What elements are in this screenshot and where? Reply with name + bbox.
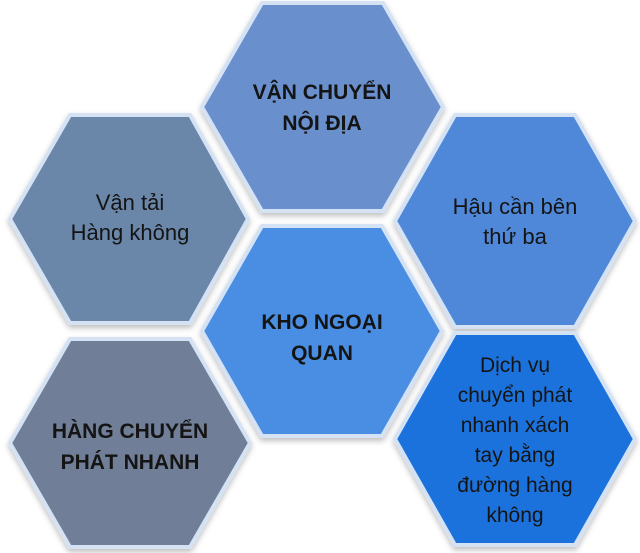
label-bonded-warehouse: KHO NGOẠI QUAN [261,311,383,365]
hexagon-express-delivery [7,337,253,549]
label-hand-carry-service: Dịch vụ chuyển phát nhanh xách tay bằng … [457,354,573,527]
hexagon-domestic-transport [199,0,446,213]
label-third-party-logistics: Hậu cần bên thứ ba [452,194,578,249]
label-express-delivery: HÀNG CHUYỂN PHÁT NHANH [51,420,209,474]
label-domestic-transport: VẬN CHUYỂN NỘI ĐỊA [252,81,392,135]
hexagon-bonded-warehouse [199,224,445,438]
hexagon-hand-carry-service [392,331,638,547]
hexagon-third-party-logistics [392,113,638,329]
hexagon-air-transport [7,113,251,325]
label-air-transport: Vận tải Hàng không [70,190,190,245]
